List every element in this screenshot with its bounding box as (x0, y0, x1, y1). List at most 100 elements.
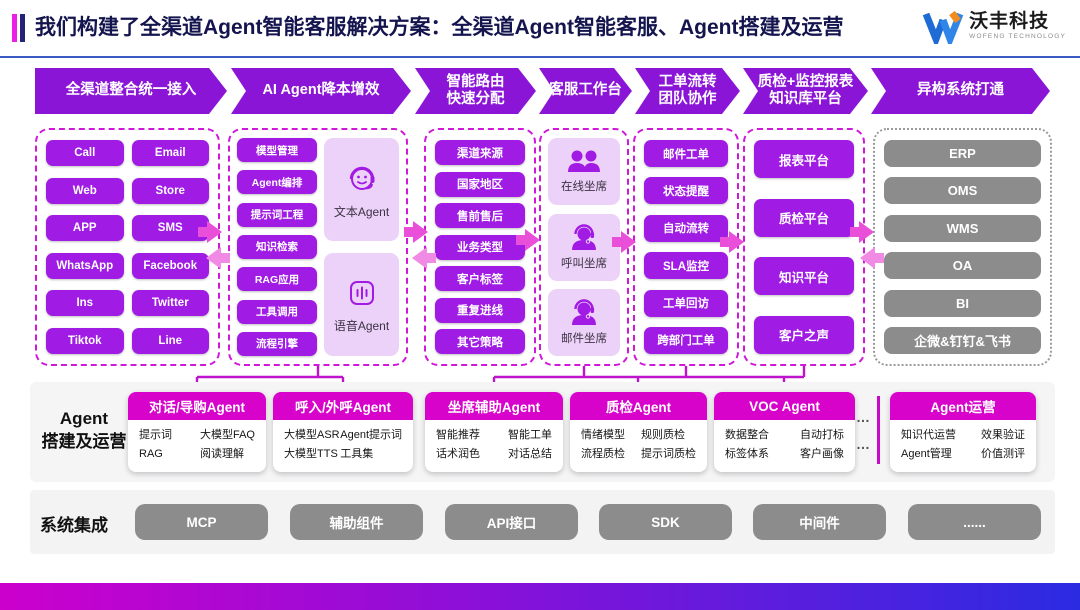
channel-pill: Call (46, 140, 124, 166)
flow-step-omnichannel: 全渠道整合统一接入 (35, 68, 227, 114)
agent-card-item: 智能工单 (508, 429, 552, 441)
channels-grid: Call Email Web Store APP SMS WhatsApp Fa… (37, 130, 218, 364)
ticket-pill: SLA监控 (644, 252, 728, 280)
channel-pill: Tiktok (46, 327, 124, 354)
agent-band-label: Agent 搭建及运营 (38, 408, 130, 454)
email-seat-card: 邮件坐席 (548, 289, 620, 356)
feature-pill: 流程引擎 (237, 331, 317, 356)
bottom-gradient-bar (0, 583, 1080, 610)
ai-agent-features: 模型管理 Agent编排 提示词工程 知识检索 RAG应用 工具调用 流程引擎 (237, 138, 317, 356)
workbench-panel: 在线坐席 呼叫坐席 (539, 128, 629, 366)
agent-card-item: 规则质检 (641, 429, 685, 441)
more-agents-ellipsis: … … (856, 409, 870, 452)
integration-item: SDK (599, 504, 732, 540)
agent-card-title: 质检Agent (570, 392, 707, 420)
platform-pill: 知识平台 (754, 257, 854, 296)
routing-panel: 渠道来源 国家地区 售前售后 业务类型 客户标签 重复进线 其它策略 (424, 128, 536, 366)
integration-label: 系统集成 (40, 516, 108, 535)
platform-pill: 质检平台 (754, 198, 854, 237)
agent-card-item: 知识代运营 (901, 429, 956, 441)
routing-pill: 售前售后 (435, 203, 525, 228)
online-agents-icon (568, 150, 600, 172)
title-accent-bar-magenta (12, 14, 17, 42)
agent-card-title: Agent运营 (890, 392, 1036, 420)
text-agent-label: 文本Agent (333, 204, 390, 219)
system-pill: 企微&钉钉&飞书 (884, 326, 1041, 354)
agent-card-item: Agent提示词 (340, 429, 402, 441)
agent-card-qa: 质检Agent 情绪模型 流程质检 规则质检 提示词质检 (570, 392, 707, 472)
agent-card-item: RAG (139, 448, 163, 461)
text-agent-card: 文本Agent (324, 138, 399, 241)
flow-step-qa-platform: 质检+监控报表 知识库平台 (743, 68, 868, 114)
integration-item: API接口 (445, 504, 578, 540)
agent-card-title: 对话/导购Agent (128, 392, 266, 420)
routing-pill: 国家地区 (435, 171, 525, 197)
agent-card-assist: 坐席辅助Agent 智能推荐 话术润色 智能工单 对话总结 (425, 392, 563, 472)
feature-pill: 知识检索 (237, 234, 317, 259)
channel-pill: Web (46, 177, 124, 204)
routing-pill: 客户标签 (435, 266, 525, 291)
agent-card-item: 自动打标 (800, 429, 844, 441)
ticket-pill: 工单回访 (644, 289, 728, 317)
agent-card-item: 工具集 (340, 448, 374, 461)
agent-card-item: 提示词 (139, 429, 172, 441)
systems-panel: ERP OMS WMS OA BI 企微&钉钉&飞书 (873, 128, 1052, 366)
agent-card-item: 智能推荐 (436, 429, 480, 441)
brand-text: 沃丰科技 WOFENG TECHNOLOGY (969, 12, 1066, 41)
agent-card-title: 呼入/外呼Agent (273, 392, 413, 420)
brand-logo: 沃丰科技 WOFENG TECHNOLOGY (922, 8, 1066, 44)
agent-card-item: 话术润色 (436, 448, 480, 461)
agent-card-title: VOC Agent (714, 392, 855, 420)
page-title: 我们构建了全渠道Agent智能客服解决方案：全渠道Agent智能客服、Agent… (35, 16, 844, 39)
ai-agent-panel: 模型管理 Agent编排 提示词工程 知识检索 RAG应用 工具调用 流程引擎 (228, 128, 408, 366)
feature-pill: 提示词工程 (237, 202, 317, 227)
text-agent-icon (349, 166, 374, 190)
voice-agent-label: 语音Agent (333, 318, 390, 333)
title-accent-bar-navy (20, 14, 25, 42)
online-seat-label: 在线坐席 (561, 181, 607, 193)
flow-step-routing: 智能路由 快速分配 (415, 68, 536, 114)
agent-band-label-line2: 搭建及运营 (41, 431, 127, 451)
brand-tagline: WOFENG TECHNOLOGY (969, 32, 1066, 40)
routing-pill: 重复进线 (435, 297, 525, 323)
system-pill: OA (884, 252, 1041, 280)
channel-pill: APP (46, 215, 124, 242)
call-agent-icon (572, 223, 596, 250)
system-pill: OMS (884, 177, 1041, 205)
agent-card-item: 对话总结 (508, 448, 552, 461)
agent-card-item: 大模型FAQ (199, 429, 255, 441)
routing-pill: 业务类型 (435, 234, 525, 260)
integration-item: 中间件 (753, 504, 886, 540)
integration-item: ...... (908, 504, 1041, 540)
ai-agent-types: 文本Agent 语音Agent (324, 138, 399, 356)
integration-band: 系统集成 MCP 辅助组件 API接口 SDK 中间件 ...... (30, 490, 1055, 554)
header: 我们构建了全渠道Agent智能客服解决方案：全渠道Agent智能客服、Agent… (0, 0, 1080, 58)
channel-pill: Line (131, 327, 209, 354)
system-pill: ERP (884, 140, 1041, 167)
channel-pill: Store (131, 177, 209, 204)
integration-item: MCP (135, 504, 268, 540)
agent-card-item: 效果验证 (981, 429, 1025, 441)
channel-pill: Twitter (131, 290, 209, 317)
system-pill: BI (884, 289, 1041, 317)
tickets-panel: 邮件工单 状态提醒 自动流转 SLA监控 工单回访 跨部门工单 (633, 128, 739, 366)
flow-step-ai-agent: AI Agent降本增效 (231, 68, 411, 114)
routing-pill: 其它策略 (435, 329, 525, 354)
agent-card-item: 数据整合 (725, 429, 769, 441)
email-seat-label: 邮件坐席 (561, 333, 607, 345)
agent-card-operation: Agent运营 知识代运营 Agent管理 效果验证 价值测评 (890, 392, 1036, 472)
voice-agent-icon (349, 280, 374, 305)
ticket-pill: 邮件工单 (644, 140, 728, 167)
feature-pill: Agent编排 (237, 170, 317, 195)
agent-card-item: 标签体系 (725, 448, 769, 461)
email-agent-icon (572, 299, 596, 325)
agent-card-dialog: 对话/导购Agent 提示词 RAG 大模型FAQ 阅读理解 (128, 392, 266, 472)
band-divider (877, 396, 880, 464)
agent-card-item: 大模型TTS (284, 448, 338, 461)
agent-card-item: Agent管理 (901, 448, 952, 461)
ticket-pill: 自动流转 (644, 214, 728, 242)
voice-agent-card: 语音Agent (324, 253, 399, 356)
agent-card-item: 大模型ASR (284, 429, 340, 441)
ticket-pill: 状态提醒 (644, 177, 728, 205)
